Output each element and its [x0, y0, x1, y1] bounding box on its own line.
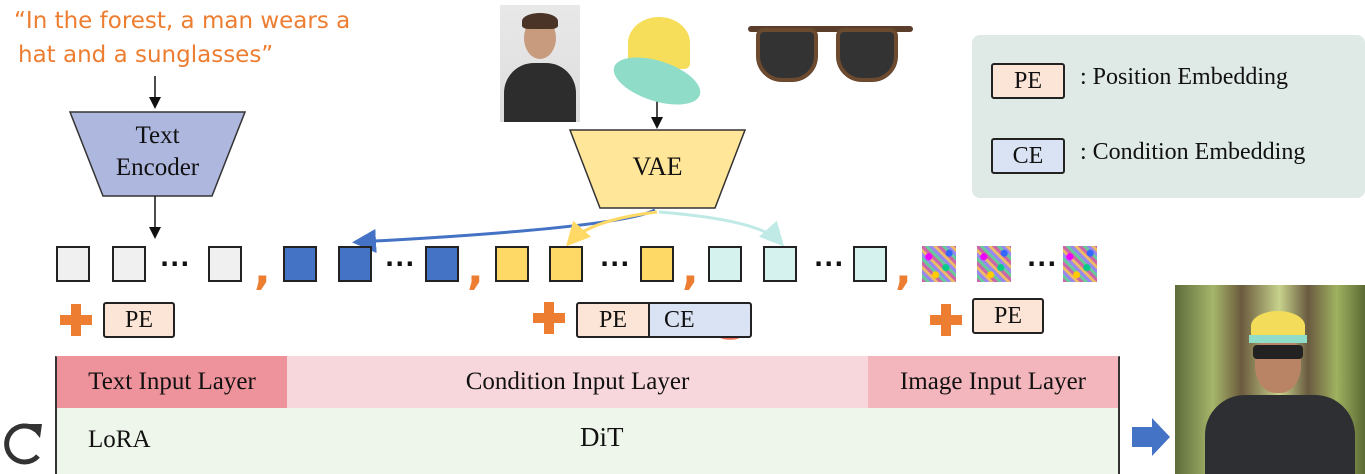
separator-comma: , [682, 244, 699, 295]
noise-token [977, 246, 1011, 282]
separator-comma: , [467, 244, 484, 295]
separator-comma: , [254, 244, 271, 295]
legend-ce-desc: : Condition Embedding [1080, 139, 1306, 165]
person-image [500, 5, 580, 122]
cap-token [640, 246, 674, 282]
cap-token [495, 246, 529, 282]
prompt-line-2: hat and a sunglasses” [18, 42, 274, 68]
text-input-layer: Text Input Layer [57, 356, 287, 408]
text-pe: PE [103, 302, 175, 338]
separator-comma: , [895, 244, 912, 295]
prompt-line-1: “In the forest, a man wears a [14, 8, 351, 34]
text-prompt: “In the forest, a man wears a hat and a … [14, 4, 350, 72]
ellipsis: ··· [385, 250, 416, 278]
condition-pe: PE [576, 302, 650, 338]
noise-token [922, 246, 956, 282]
legend-pe-desc: : Position Embedding [1080, 64, 1289, 90]
condition-ce: CE [648, 302, 752, 338]
vae-to-cap-arrow [565, 210, 658, 247]
glasses-token [708, 246, 742, 282]
text-encoder-label-1: Text [135, 122, 180, 149]
image-input-layer: Image Input Layer [868, 356, 1118, 408]
ellipsis: ··· [814, 250, 845, 278]
legend-pe-swatch: PE [991, 63, 1065, 99]
loop-icon [4, 423, 42, 465]
vae-shape [568, 129, 747, 209]
condition-ce-label: CE [664, 306, 695, 333]
text-encoder: Text Encoder [90, 120, 225, 184]
glasses-token [763, 246, 797, 282]
plus-icon [533, 302, 565, 334]
person-token [338, 246, 372, 282]
image-pe: PE [972, 298, 1044, 334]
ellipsis: ··· [600, 250, 631, 278]
legend-ce-swatch: CE [991, 138, 1065, 174]
condition-input-layer: Condition Input Layer [287, 356, 868, 408]
text-token [56, 246, 90, 282]
vae-label: VAE [632, 152, 683, 181]
person-token [283, 246, 317, 282]
ellipsis: ··· [160, 250, 191, 278]
sunglasses-image [748, 18, 913, 86]
output-image [1175, 285, 1365, 474]
dit-label: DiT [580, 422, 624, 452]
noise-token [1063, 246, 1097, 282]
text-encoder-shape [68, 111, 247, 197]
text-token [112, 246, 146, 282]
vae-to-glasses-arrow [658, 210, 785, 247]
cap-token [549, 246, 583, 282]
text-token [208, 246, 242, 282]
plus-icon [60, 304, 92, 336]
plus-icon [930, 304, 962, 336]
glasses-token [853, 246, 887, 282]
output-arrow-icon [1132, 418, 1170, 456]
lora-label: LoRA [88, 426, 151, 453]
cap-image [608, 5, 706, 114]
ellipsis: ··· [1027, 250, 1058, 278]
person-token [425, 246, 459, 282]
text-encoder-label-2: Encoder [115, 154, 200, 181]
vae-to-person-arrow [352, 208, 656, 254]
